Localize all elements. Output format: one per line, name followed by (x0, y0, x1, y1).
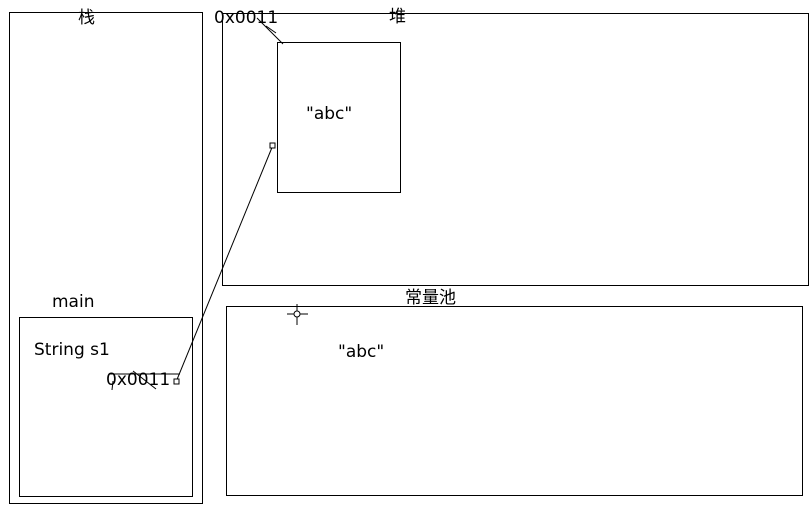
main-frame-title: main (52, 292, 95, 312)
stack-title: 栈 (78, 8, 95, 28)
main-frame (19, 317, 193, 497)
constant-pool-value: "abc" (338, 342, 385, 362)
heap-title: 堆 (389, 7, 406, 27)
heap-string-object (277, 42, 401, 193)
heap-object-address: 0x0011 (214, 8, 279, 28)
stack-reference-address: 0x0011 (106, 370, 171, 390)
constant-pool-region (226, 306, 803, 496)
constant-pool-title: 常量池 (405, 288, 456, 308)
heap-object-value: "abc" (306, 104, 353, 124)
variable-declaration: String s1 (34, 340, 110, 360)
